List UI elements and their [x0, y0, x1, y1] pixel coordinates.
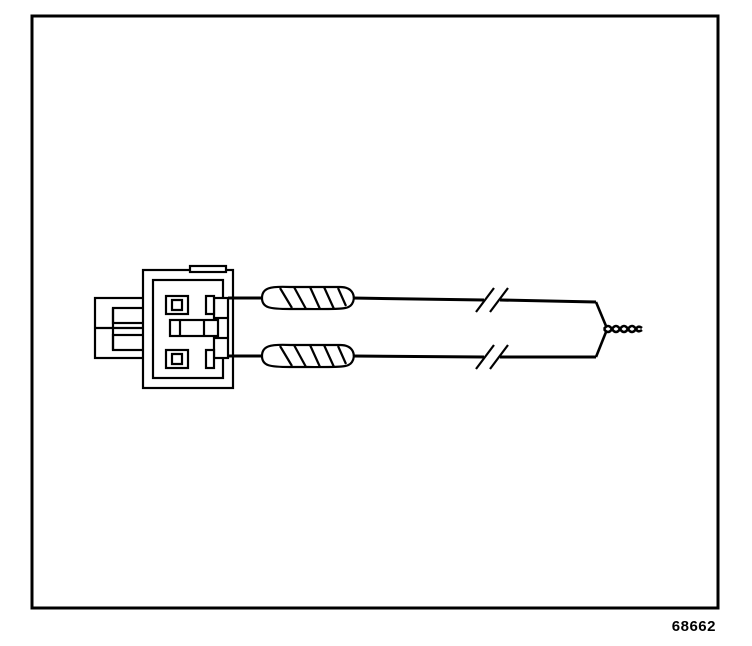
twisted-splice-icon — [594, 301, 643, 358]
figure-number: 68662 — [671, 618, 716, 635]
wire-break-icon — [475, 287, 509, 370]
wire-upper — [228, 296, 597, 304]
wire-lower — [228, 354, 596, 359]
connector-icon — [93, 264, 235, 390]
diagram-frame — [30, 14, 720, 610]
heat-shrink-sleeve-icon — [260, 285, 355, 369]
